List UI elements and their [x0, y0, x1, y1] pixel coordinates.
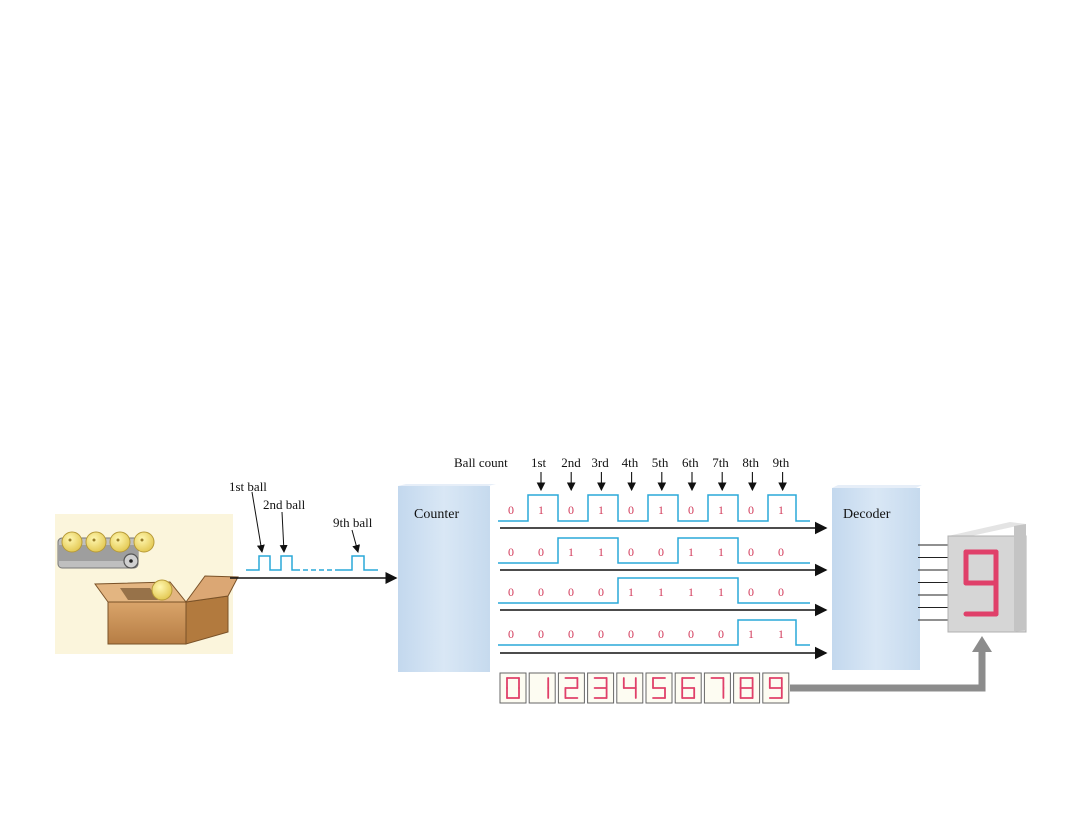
bit-label: 0	[658, 627, 664, 641]
bit-label: 0	[718, 627, 724, 641]
ball-count-label: 7th	[712, 455, 729, 470]
decoder-output-lines	[918, 544, 948, 621]
digit-sequence-row	[499, 672, 790, 704]
bit-label: 1	[778, 627, 784, 641]
ball-icon	[109, 531, 131, 553]
bit-label: 1	[718, 585, 724, 599]
digit-cell	[587, 672, 615, 704]
bit-label: 0	[778, 545, 784, 559]
counter-box	[398, 486, 490, 672]
bit-label: 0	[628, 503, 634, 517]
ball-count-arrows	[536, 472, 787, 492]
bit-label: 0	[598, 585, 604, 599]
bit-label: 1	[628, 585, 634, 599]
bit-label: 0	[538, 545, 544, 559]
ball-count-label: 1st	[531, 455, 547, 470]
first-ball-arrow	[251, 491, 265, 553]
waveform-row: 0 1 0 1 0 1 0 1 0 1	[498, 494, 828, 535]
digit-cell	[674, 672, 702, 704]
bit-label: 0	[778, 585, 784, 599]
bit-label: 0	[568, 585, 574, 599]
waveform-signal	[498, 494, 810, 522]
bit-label: 1	[718, 503, 724, 517]
waveform-signal	[498, 537, 810, 564]
first-ball-label: 1st ball	[229, 479, 267, 494]
second-ball-arrow	[279, 511, 288, 553]
digit-cell	[762, 672, 790, 704]
conveyor-scene	[55, 514, 239, 654]
ninth-ball-label: 9th ball	[333, 515, 373, 530]
feedback-arrow	[790, 636, 992, 692]
digit-cell	[645, 672, 673, 704]
waveform-row: 0 0 0 0 0 0 0 0 1 1	[498, 619, 828, 660]
ball-count-label: 8th	[742, 455, 760, 470]
digit-cell	[616, 672, 644, 704]
ball-row	[61, 531, 155, 553]
decoder-label: Decoder	[843, 507, 891, 522]
bit-label: 1	[748, 627, 754, 641]
bit-label: 1	[688, 545, 694, 559]
bit-label: 1	[598, 545, 604, 559]
decoder-block	[832, 485, 922, 670]
bit-label: 0	[568, 627, 574, 641]
ball-icon	[151, 579, 173, 601]
waveform-row: 0 0 1 1 0 0 1 1 0 0	[498, 537, 828, 577]
ball-count-label: 6th	[682, 455, 699, 470]
bit-label: 1	[658, 503, 664, 517]
ball-count-title: Ball count	[454, 455, 508, 470]
bit-label: 0	[538, 585, 544, 599]
bit-label: 0	[568, 503, 574, 517]
bit-label: 0	[598, 627, 604, 641]
digit-cell	[528, 672, 556, 704]
bit-label: 1	[778, 503, 784, 517]
input-pulses	[246, 555, 340, 571]
ninth-ball-arrow	[351, 529, 361, 553]
digit-cell	[703, 672, 731, 704]
digit-cell	[557, 672, 585, 704]
ball-count-label: 5th	[651, 455, 669, 470]
waveform-row: 0 0 0 0 1 1 1 1 0 0	[498, 577, 828, 617]
ball-icon	[133, 531, 155, 553]
bit-label: 0	[658, 545, 664, 559]
bit-label: 0	[748, 585, 754, 599]
waveform-signal	[498, 619, 810, 646]
bit-label: 0	[688, 627, 694, 641]
ninth-pulse	[340, 555, 378, 571]
digit-cell	[733, 672, 761, 704]
input-pulse-train	[230, 491, 398, 584]
bit-label: 1	[688, 585, 694, 599]
bit-label: 1	[538, 503, 544, 517]
counter-block	[398, 484, 496, 672]
bit-label: 1	[718, 545, 724, 559]
bit-label: 0	[538, 627, 544, 641]
ball-icon	[85, 531, 107, 553]
bit-label: 0	[748, 503, 754, 517]
bit-label: 1	[598, 503, 604, 517]
ball-count-label: 9th	[772, 455, 790, 470]
bit-label: 0	[748, 545, 754, 559]
bit-label: 1	[568, 545, 574, 559]
second-ball-label: 2nd ball	[263, 497, 306, 512]
bit-label: 0	[628, 545, 634, 559]
ball-count-label: 3rd	[591, 455, 609, 470]
bit-label: 1	[658, 585, 664, 599]
bit-label: 0	[628, 627, 634, 641]
ball-count-label: 4th	[621, 455, 639, 470]
ball-count-label: 2nd	[561, 455, 581, 470]
bit-label: 0	[508, 503, 514, 517]
display-digit	[963, 549, 999, 617]
bit-label: 0	[508, 585, 514, 599]
counter-label: Counter	[414, 507, 460, 522]
waveform-signal	[498, 577, 810, 604]
decoder-box	[832, 488, 920, 670]
counter-waveforms: 0 1 0 1 0 1 0 1 0 1 0 0 1 1 0 0 1 1 0 0 0 0 0 0 1 1 1 1 0 0 0 0 0 0 0 0 0 0 1 1	[498, 494, 828, 660]
bit-label: 0	[508, 627, 514, 641]
bit-label: 0	[688, 503, 694, 517]
digit-cell	[499, 672, 527, 704]
bit-label: 0	[508, 545, 514, 559]
seven-segment-display-icon	[947, 522, 1027, 633]
ball-icon	[61, 531, 83, 553]
